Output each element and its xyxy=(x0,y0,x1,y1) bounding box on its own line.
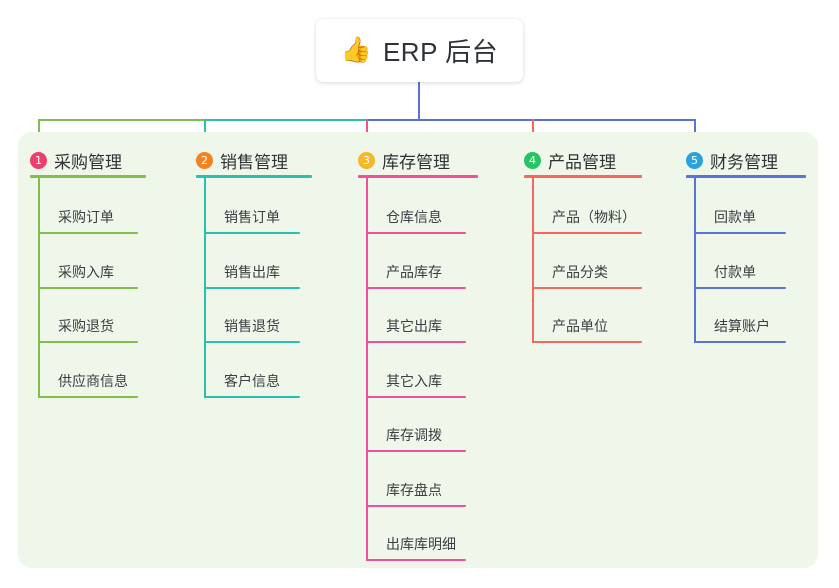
leaf-node[interactable]: 采购入库 xyxy=(38,249,138,289)
leaf-node[interactable]: 其它入库 xyxy=(366,358,466,398)
leaf-node-rule xyxy=(694,286,786,289)
column-header-rule-4 xyxy=(524,175,642,178)
leaf-node-label: 结算账户 xyxy=(714,318,770,334)
leaf-node-rule xyxy=(38,395,138,398)
leaf-node-label: 库存盘点 xyxy=(386,481,442,498)
leaf-node[interactable]: 库存调拨 xyxy=(366,412,466,452)
leaf-node[interactable]: 销售退货 xyxy=(204,303,300,343)
column-stem-4 xyxy=(532,177,534,343)
leaf-node[interactable]: 产品单位 xyxy=(532,303,642,343)
leaf-node[interactable]: 采购订单 xyxy=(38,194,138,234)
leaf-node-label: 库存调拨 xyxy=(386,427,442,443)
leaf-node-label: 销售出库 xyxy=(224,263,280,280)
leaf-node[interactable]: 销售订单 xyxy=(204,194,300,234)
leaf-node[interactable]: 客户信息 xyxy=(204,358,300,398)
leaf-node[interactable]: 结算账户 xyxy=(694,303,786,343)
leaf-node-rule xyxy=(366,450,466,452)
column-badge-3: 3 xyxy=(358,152,375,169)
leaf-node-label: 其它入库 xyxy=(386,372,442,389)
leaf-node-rule xyxy=(366,232,466,234)
leaf-node[interactable]: 仓库信息 xyxy=(366,194,466,234)
leaf-node[interactable]: 产品（物料） xyxy=(532,194,642,234)
column-badge-4: 4 xyxy=(524,152,541,169)
column-title-1: 采购管理 xyxy=(54,153,122,172)
leaf-node[interactable]: 销售出库 xyxy=(204,249,300,289)
leaf-node[interactable]: 产品库存 xyxy=(366,249,466,289)
leaf-node-label: 客户信息 xyxy=(224,372,280,389)
leaf-node-label: 采购订单 xyxy=(58,209,114,225)
leaf-node-label: 采购入库 xyxy=(58,263,114,280)
diagram-panel xyxy=(18,132,818,568)
column-header-5[interactable]: 5 财务管理 xyxy=(686,148,778,173)
leaf-node-label: 采购退货 xyxy=(58,318,114,334)
leaf-node[interactable]: 库存盘点 xyxy=(366,467,466,507)
column-title-5: 财务管理 xyxy=(710,153,778,172)
leaf-node-label: 回款单 xyxy=(714,209,756,225)
leaf-node-label: 仓库信息 xyxy=(386,209,442,225)
leaf-node[interactable]: 付款单 xyxy=(694,249,786,289)
connector-root-drop xyxy=(418,82,420,121)
column-header-rule-3 xyxy=(358,175,478,178)
leaf-node-label: 产品（物料） xyxy=(552,209,636,225)
leaf-node-rule xyxy=(204,232,300,234)
leaf-node-rule xyxy=(532,341,642,343)
thumbs-up-icon: 👍 xyxy=(340,36,372,64)
column-badge-1: 1 xyxy=(30,152,47,169)
leaf-node-rule xyxy=(532,286,642,289)
leaf-node[interactable]: 供应商信息 xyxy=(38,358,138,398)
leaf-node[interactable]: 回款单 xyxy=(694,194,786,234)
leaf-node-rule xyxy=(204,286,300,289)
leaf-node[interactable]: 产品分类 xyxy=(532,249,642,289)
leaf-node-rule xyxy=(366,341,466,343)
leaf-node-label: 产品单位 xyxy=(552,318,608,334)
column-badge-2: 2 xyxy=(196,152,213,169)
leaf-node-label: 销售订单 xyxy=(224,209,280,225)
leaf-node-rule xyxy=(38,286,138,289)
column-header-rule-1 xyxy=(30,175,146,178)
root-node-card[interactable]: 👍 ERP 后台 xyxy=(316,19,523,82)
leaf-node-label: 产品库存 xyxy=(386,263,442,280)
leaf-node-label: 出库库明细 xyxy=(386,536,456,552)
leaf-node[interactable]: 出库库明细 xyxy=(366,521,466,561)
column-title-2: 销售管理 xyxy=(220,153,288,172)
leaf-node-label: 产品分类 xyxy=(552,263,608,280)
column-stem-3 xyxy=(366,177,368,561)
column-title-3: 库存管理 xyxy=(382,153,450,172)
column-header-rule-5 xyxy=(686,175,806,178)
root-title: ERP 后台 xyxy=(382,37,499,67)
leaf-node-rule xyxy=(532,232,642,234)
leaf-node-rule xyxy=(366,395,466,398)
column-title-4: 产品管理 xyxy=(548,153,616,172)
leaf-node-rule xyxy=(38,341,138,343)
leaf-node-rule xyxy=(38,232,138,234)
leaf-node-rule xyxy=(694,341,786,343)
column-header-4[interactable]: 4 产品管理 xyxy=(524,148,616,173)
leaf-node-label: 付款单 xyxy=(714,263,756,280)
column-header-2[interactable]: 2 销售管理 xyxy=(196,148,288,173)
column-badge-5: 5 xyxy=(686,152,703,169)
column-header-1[interactable]: 1 采购管理 xyxy=(30,148,122,173)
leaf-node-rule xyxy=(366,286,466,289)
leaf-node-rule xyxy=(694,232,786,234)
connector-bus-segment-1 xyxy=(38,119,204,121)
column-header-rule-2 xyxy=(196,175,312,178)
leaf-node-label: 供应商信息 xyxy=(58,372,128,389)
leaf-node-label: 其它出库 xyxy=(386,318,442,334)
connector-bus-segment-2 xyxy=(204,119,366,121)
leaf-node-rule xyxy=(366,559,466,561)
leaf-node-rule xyxy=(366,504,466,507)
leaf-node[interactable]: 采购退货 xyxy=(38,303,138,343)
column-header-3[interactable]: 3 库存管理 xyxy=(358,148,450,173)
leaf-node-label: 销售退货 xyxy=(224,318,280,334)
leaf-node-rule xyxy=(204,341,300,343)
column-stem-5 xyxy=(694,177,696,343)
leaf-node[interactable]: 其它出库 xyxy=(366,303,466,343)
leaf-node-rule xyxy=(204,395,300,398)
connector-bus-segment-3 xyxy=(366,119,696,121)
